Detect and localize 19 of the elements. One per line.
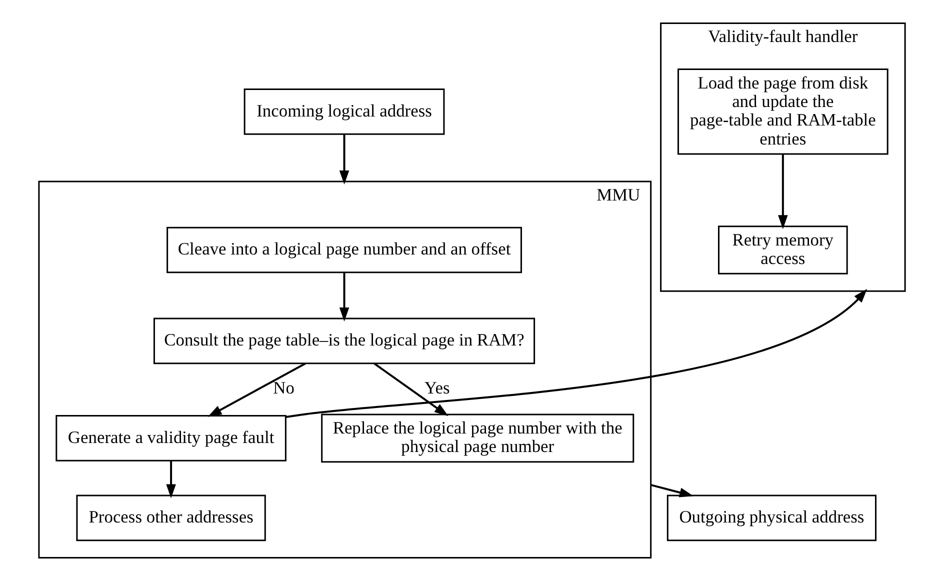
edge-label: Yes	[424, 378, 450, 398]
node-box: Load the page from disk and update the page-table and RAM-table entries	[678, 68, 888, 155]
node-box: Replace the logical page number with the physical page number	[321, 414, 634, 463]
node-box: Outgoing physical address	[666, 494, 876, 542]
node-box: Incoming logical address	[244, 88, 445, 135]
node-box: Consult the page table–is the logical page in RAM?	[153, 318, 536, 364]
node-box: Retry memory access	[718, 226, 848, 274]
arrow	[778, 154, 788, 230]
arrow	[339, 272, 350, 322]
arrow	[286, 288, 868, 418]
node-box: Cleave into a logical page number and an offset	[166, 226, 522, 274]
node-box: Process other addresses	[76, 494, 266, 542]
arrow	[166, 460, 176, 498]
edge-label: No	[273, 378, 294, 398]
arrow	[650, 484, 694, 498]
arrow	[208, 362, 306, 417]
node-box: Generate a validity page fault	[56, 415, 286, 462]
arrow	[339, 134, 350, 184]
arrow	[374, 362, 448, 416]
